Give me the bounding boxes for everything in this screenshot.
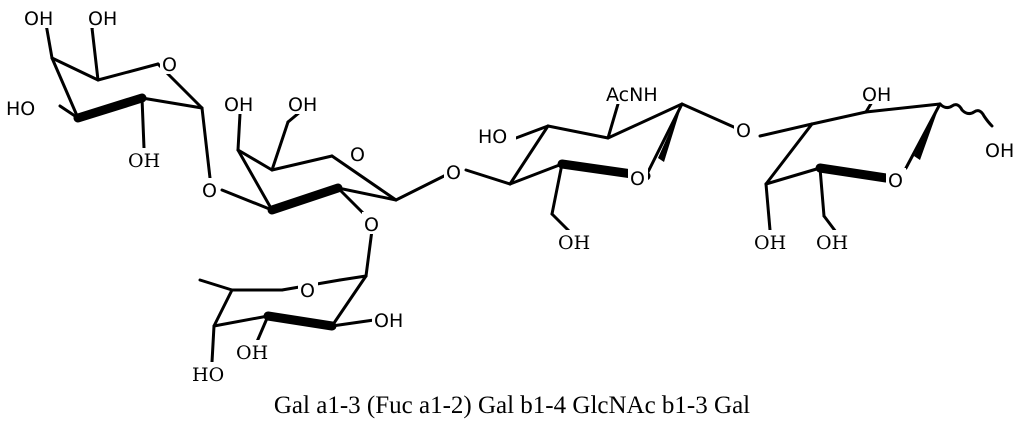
oh-label-gal-c6: OH xyxy=(816,232,848,254)
fucose-ring xyxy=(198,228,376,364)
oh-label-glcnac-c6: OH xyxy=(558,232,590,254)
glycosidic-oxygen-b1-3: O xyxy=(736,120,751,142)
glycosidic-oxygen-b1-4: O xyxy=(446,162,461,184)
acnh-label: AcNH xyxy=(606,84,658,106)
oh-label-r2-c4: OH xyxy=(224,94,253,116)
ring-oxygen-gal: O xyxy=(888,170,903,192)
ring-oxygen-r1: O xyxy=(162,54,177,76)
galactose-ring-reducing xyxy=(758,100,994,234)
oh-label-r2-c6: OH xyxy=(288,94,317,116)
glycosidic-oxygen-a1-3: O xyxy=(202,180,217,202)
oh-label-gal-c4: OH xyxy=(754,232,786,254)
ring-oxygen-glcnac: O xyxy=(630,168,645,190)
ring-oxygen-fuc: O xyxy=(300,280,315,302)
oh-label-r1-c6: OH xyxy=(88,8,117,30)
glcnac-ring xyxy=(464,102,738,234)
glycosidic-oxygen-a1-2: O xyxy=(364,214,379,236)
oh-label-fuc-c2: OH xyxy=(374,310,403,332)
oh-label-anomeric: OH xyxy=(985,140,1014,162)
oh-label-r1-c2: OH xyxy=(128,150,160,172)
ho-label-fuc-c4: HO xyxy=(192,364,224,386)
galactose-ring-2 xyxy=(220,110,450,220)
structure-caption: Gal a1-3 (Fuc a1-2) Gal b1-4 GlcNAc b1-3… xyxy=(273,392,751,419)
oh-label-gal-c2: OH xyxy=(862,84,891,106)
ho-label-r1-c3: HO xyxy=(6,98,35,120)
ho-label-glcnac-c3: HO xyxy=(478,126,507,148)
oh-label-fuc-c3: OH xyxy=(236,342,268,364)
ring-oxygen-r2: O xyxy=(350,144,365,166)
oh-label-r1-c4: OH xyxy=(24,8,53,30)
